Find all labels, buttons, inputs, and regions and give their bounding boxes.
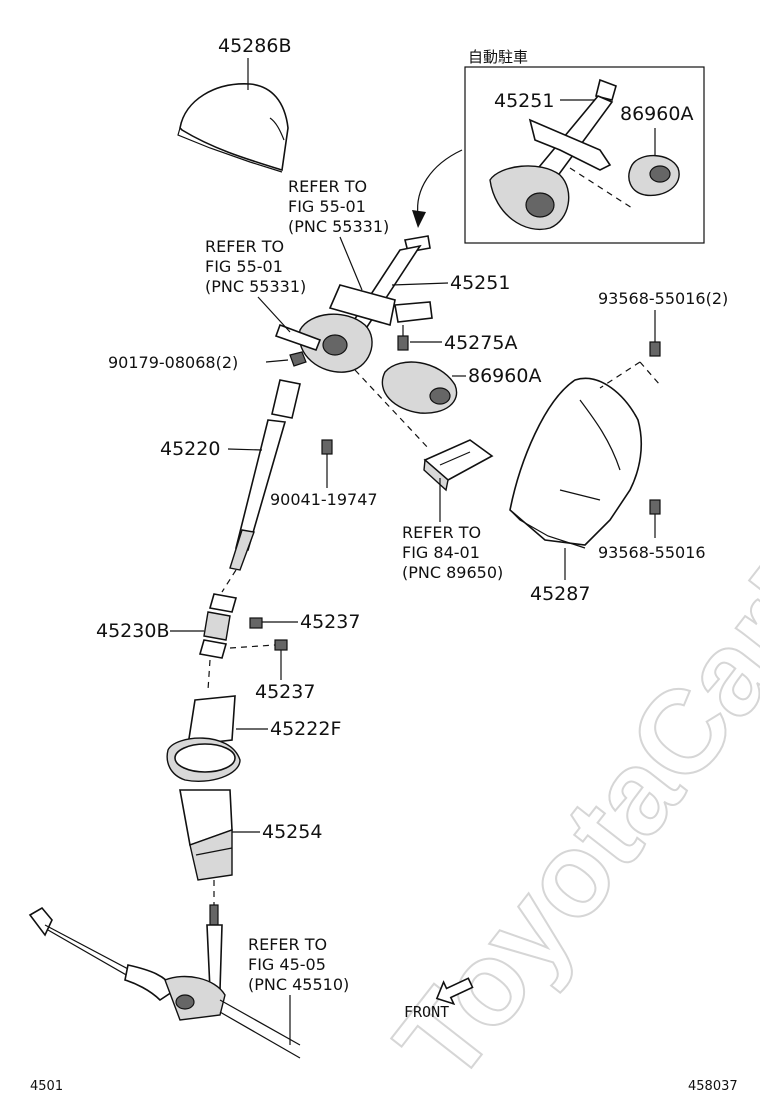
ref4-line3: (PNC 45510) [248, 975, 349, 994]
ref2-line1: REFER TO [205, 237, 284, 256]
steering-rack[interactable] [28, 904, 301, 1059]
ecu-module[interactable] [423, 439, 494, 492]
ref2-line3: (PNC 55331) [205, 277, 306, 296]
seal-45254[interactable] [179, 789, 233, 881]
ref3-line3: (PNC 89650) [402, 563, 503, 582]
front-arrow [435, 977, 474, 1006]
footer-right: 458037 [688, 1079, 738, 1094]
upper-column-cover[interactable] [177, 83, 289, 173]
ref1-line3: (PNC 55331) [288, 217, 389, 236]
label-90179-08068: 90179-08068(2) [108, 353, 238, 372]
inset-label-86960A: 86960A [620, 103, 693, 125]
ref4-line2: FIG 45-05 [248, 955, 326, 974]
label-45254: 45254 [262, 821, 322, 843]
boot-45222F[interactable] [166, 695, 241, 782]
screw-93568-upper[interactable] [649, 341, 661, 357]
ref1-line1: REFER TO [288, 177, 367, 196]
footer-left: 4501 [30, 1079, 63, 1094]
ref3-line2: FIG 84-01 [402, 543, 480, 562]
label-45220: 45220 [160, 438, 220, 460]
label-93568-55016: 93568-55016 [598, 543, 706, 562]
front-label: FRONT [404, 1003, 449, 1021]
lower-column-cover[interactable] [509, 377, 643, 549]
steering-column-assembly[interactable] [274, 235, 433, 373]
label-45237-upper: 45237 [300, 611, 360, 633]
universal-joint-45230B[interactable] [198, 593, 238, 659]
label-86960A: 86960A [468, 365, 541, 387]
bolt-45237-upper[interactable] [249, 617, 263, 629]
intermediate-shaft-45220[interactable] [229, 379, 301, 571]
label-45230B: 45230B [96, 620, 169, 642]
screw-93568-lower[interactable] [649, 499, 661, 515]
bolt-45237-lower[interactable] [274, 639, 288, 651]
inset-title: 自動駐車 [468, 48, 528, 66]
nut-90179[interactable] [289, 351, 307, 367]
motor-86960A[interactable] [381, 361, 458, 414]
label-45286B: 45286B [218, 35, 291, 57]
ref2-line2: FIG 55-01 [205, 257, 283, 276]
ref1-line2: FIG 55-01 [288, 197, 366, 216]
auto-parking-inset: 自動駐車 45251 86960A [464, 48, 705, 244]
label-45275A: 45275A [444, 332, 517, 354]
label-45251: 45251 [450, 272, 510, 294]
ref4-line1: REFER TO [248, 935, 327, 954]
ref3-line1: REFER TO [402, 523, 481, 542]
label-90041-19747: 90041-19747 [270, 490, 378, 509]
label-45237-lower: 45237 [255, 681, 315, 703]
label-45287: 45287 [530, 583, 590, 605]
arrow-head [412, 210, 426, 228]
label-93568-55016-2: 93568-55016(2) [598, 289, 728, 308]
label-45222F: 45222F [270, 718, 341, 740]
inset-pointer-arrow [417, 149, 463, 216]
bolt-90041[interactable] [321, 439, 333, 455]
bolt-45275A[interactable] [397, 325, 409, 351]
inset-label-45251: 45251 [494, 90, 554, 112]
